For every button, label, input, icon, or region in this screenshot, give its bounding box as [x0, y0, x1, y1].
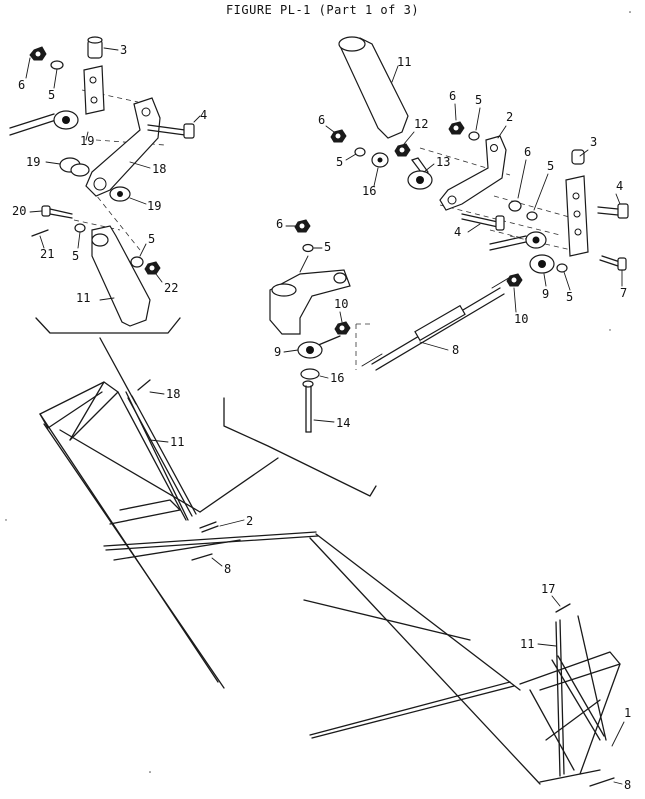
callout-5-left-b: 5 [72, 249, 79, 263]
callout-17: 17 [541, 582, 555, 596]
lower-callouts: 18 11 2 8 17 11 1 8 [149, 387, 631, 792]
callout-9-right: 9 [542, 287, 549, 301]
callout-5-left: 5 [48, 88, 55, 102]
callout-2-right: 2 [506, 110, 513, 124]
callout-19-c: 19 [147, 199, 161, 213]
callout-11-lower-right: 11 [520, 637, 534, 651]
callout-4-right-b: 4 [454, 225, 461, 239]
callout-6-left: 6 [18, 78, 25, 92]
callout-5-right-top: 5 [475, 93, 482, 107]
callout-21: 21 [40, 247, 54, 261]
callout-22: 22 [164, 281, 178, 295]
callout-8-lower: 8 [224, 562, 231, 576]
callout-4-right-a: 4 [616, 179, 623, 193]
callout-12: 12 [414, 117, 428, 131]
right-detail-assembly [223, 36, 629, 497]
callout-10-right: 10 [514, 312, 528, 326]
callout-19-a: 19 [80, 134, 94, 148]
callout-13: 13 [436, 155, 450, 169]
callout-19-b: 19 [26, 155, 40, 169]
wing-frame-assembly [39, 337, 621, 787]
callout-20: 20 [12, 204, 26, 218]
callout-5-right-d: 5 [566, 290, 573, 304]
callout-5-right-c: 5 [324, 240, 331, 254]
callout-5-right-b: 5 [547, 159, 554, 173]
callout-3-right: 3 [590, 135, 597, 149]
callout-2-lower: 2 [246, 514, 253, 528]
left-detail-assembly [9, 36, 195, 334]
callout-18-lower: 18 [166, 387, 180, 401]
left-callouts: 3 6 5 4 19 19 18 19 20 21 5 5 22 11 [12, 43, 207, 305]
callout-8-lower-right: 8 [624, 778, 631, 792]
callout-5-right-a: 5 [336, 155, 343, 169]
callout-1: 1 [624, 706, 631, 720]
callout-8-right: 8 [452, 343, 459, 357]
callout-11-right: 11 [397, 55, 411, 69]
callout-16-right: 16 [362, 184, 376, 198]
callout-3-left: 3 [120, 43, 127, 57]
scan-marks [5, 11, 631, 773]
callout-18-left: 18 [152, 162, 166, 176]
callout-6-right-a: 6 [318, 113, 325, 127]
callout-11-left: 11 [76, 291, 90, 305]
callout-10-left: 10 [334, 297, 348, 311]
right-callouts: 11 6 5 2 3 6 12 5 13 16 6 5 4 4 6 5 9 5 … [274, 55, 627, 430]
callout-16-lower: 16 [330, 371, 344, 385]
callout-14: 14 [336, 416, 350, 430]
callout-6-right-c: 6 [276, 217, 283, 231]
callout-6-right-b: 6 [524, 145, 531, 159]
callout-7: 7 [620, 286, 627, 300]
figure-title: FIGURE PL-1 (Part 1 of 3) [225, 3, 420, 17]
callout-5-left-c: 5 [148, 232, 155, 246]
callout-4-left: 4 [200, 108, 207, 122]
callout-6-right-top: 6 [449, 89, 456, 103]
callout-9-left: 9 [274, 345, 281, 359]
callout-11-lower-left: 11 [170, 435, 184, 449]
